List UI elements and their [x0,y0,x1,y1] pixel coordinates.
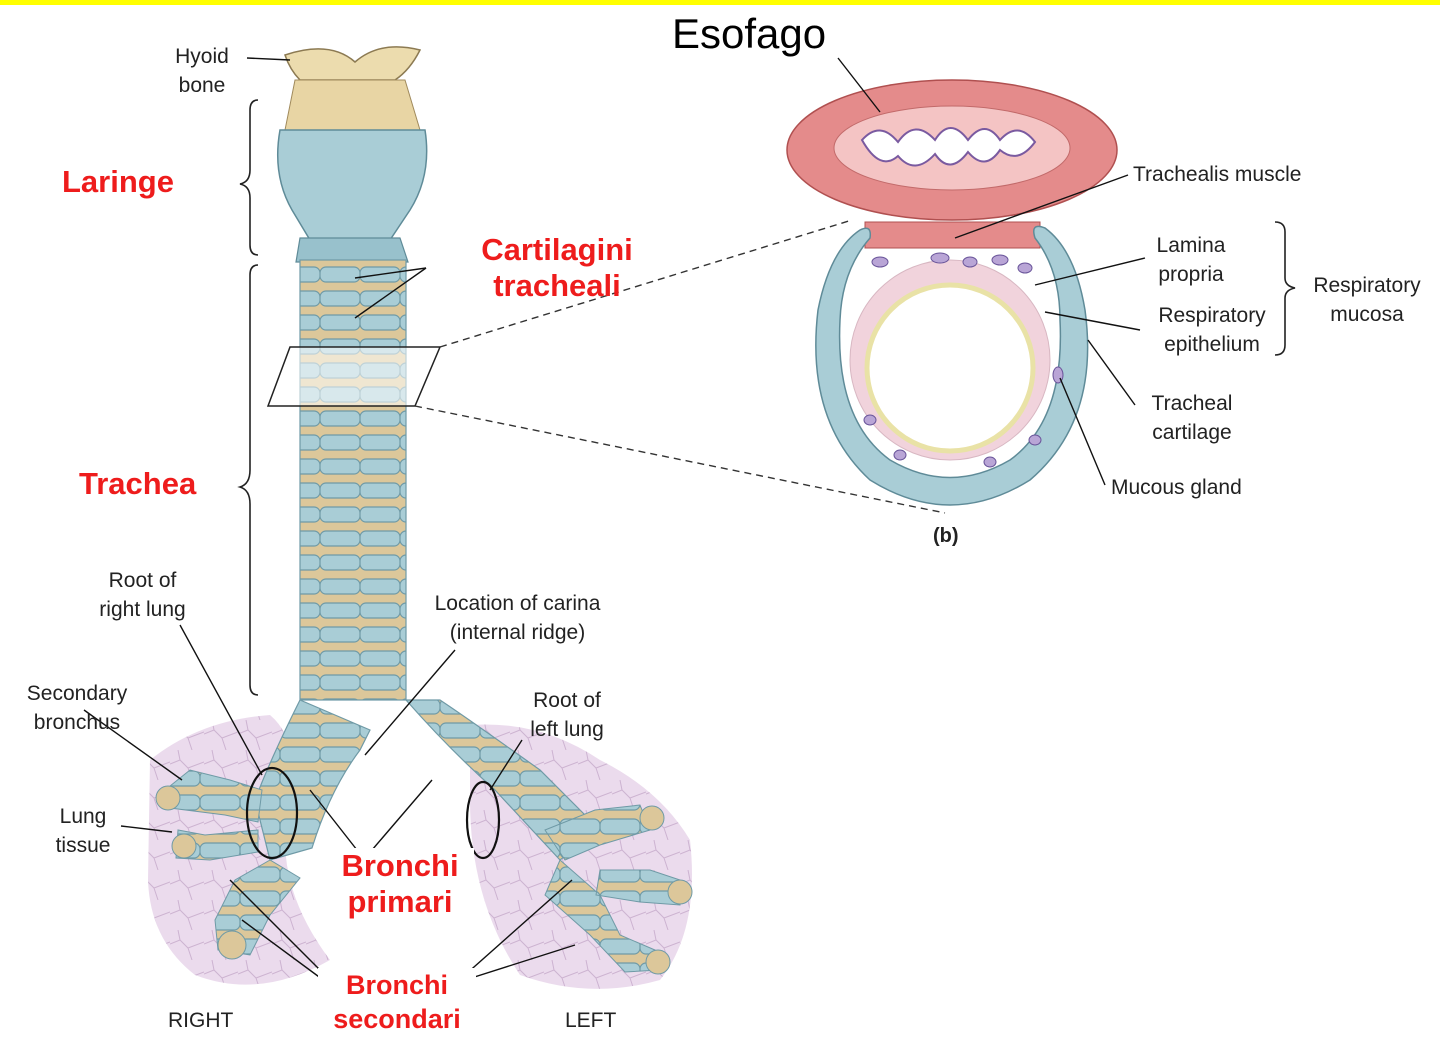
left-bronchus-end-2 [668,880,692,904]
root-left-lung-label: Root of left lung [512,686,622,744]
tracheal-cartilage-label: Tracheal cartilage [1136,389,1248,447]
root-right-lung-label: Root of right lung [85,566,200,624]
mucous-gland-label: Mucous gland [1111,473,1242,502]
lamina-line-2: propria [1145,260,1237,289]
resp-mucosa-line-1: Respiratory [1298,271,1436,300]
root-right-line-2: right lung [85,595,200,624]
root-left-line-1: Root of [512,686,622,715]
right-side-label: RIGHT [168,1006,233,1035]
left-bronchus-end-3 [646,950,670,974]
respiratory-epithelium-label: Respiratory epithelium [1143,301,1281,359]
trachea-tube [300,260,406,700]
bronchi-primari-line-1: Bronchi [330,848,470,884]
section-plane [268,347,440,406]
cartilagini-line-2: tracheali [462,268,652,304]
hyoid-bone-label: Hyoid bone [160,42,244,100]
tracheal-lumen [867,285,1033,451]
lamina-line-1: Lamina [1145,231,1237,260]
resp-mucosa-line-2: mucosa [1298,300,1436,329]
bronchi-secondari-line-1: Bronchi [322,968,472,1002]
secondary-bronchus-line-1: Secondary [13,679,141,708]
panel-b-label: (b) [933,522,959,551]
hyoid-line-1: Hyoid [160,42,244,71]
trachea-bracket [240,265,258,695]
lung-tissue-label: Lung tissue [43,802,123,860]
left-side-label: LEFT [565,1006,616,1035]
esofago-label: Esofago [672,10,826,58]
root-right-line-1: Root of [85,566,200,595]
lung-tissue-line-1: Lung [43,802,123,831]
hyoid-bone [285,47,420,80]
laringe-bracket [240,100,258,255]
bronchi-secondari-label: Bronchi secondari [318,968,476,1036]
bronchi-primari-label: Bronchi primari [326,848,474,920]
tracheal-cart-line-1: Tracheal [1136,389,1248,418]
carina-label: Location of carina (internal ridge) [410,589,625,647]
cricoid-cartilage [296,238,408,262]
bronchi-secondari-line-2: secondari [322,1002,472,1036]
laringe-label: Laringe [62,164,174,200]
carina-line-1: Location of carina [410,589,625,618]
trachea-label: Trachea [79,466,196,502]
carina-line-2: (internal ridge) [410,618,625,647]
tracheal-cart-line-2: cartilage [1136,418,1248,447]
left-bronchus-end-1 [640,806,664,830]
root-left-line-2: left lung [512,715,622,744]
resp-epith-line-2: epithelium [1143,330,1281,359]
cartilagini-line-1: Cartilagini [462,232,652,268]
resp-epith-line-1: Respiratory [1143,301,1281,330]
lamina-propria-label: Lamina propria [1145,231,1237,289]
bronchi-primari-line-2: primari [330,884,470,920]
trachealis-muscle-label: Trachealis muscle [1133,160,1301,189]
right-bronchus-end-3 [218,931,246,959]
respiratory-mucosa-label: Respiratory mucosa [1298,271,1436,329]
right-bronchus-end-2 [172,834,196,858]
larynx-cartilage [278,130,427,240]
thyrohyoid-membrane [285,80,420,130]
right-bronchus-end-1 [156,786,180,810]
hyoid-line-2: bone [160,71,244,100]
secondary-bronchus-label: Secondary bronchus [13,679,141,737]
cartilagini-tracheali-label: Cartilagini tracheali [462,232,652,304]
trachealis-muscle-band [865,222,1040,248]
secondary-bronchus-line-2: bronchus [13,708,141,737]
lung-tissue-line-2: tissue [43,831,123,860]
